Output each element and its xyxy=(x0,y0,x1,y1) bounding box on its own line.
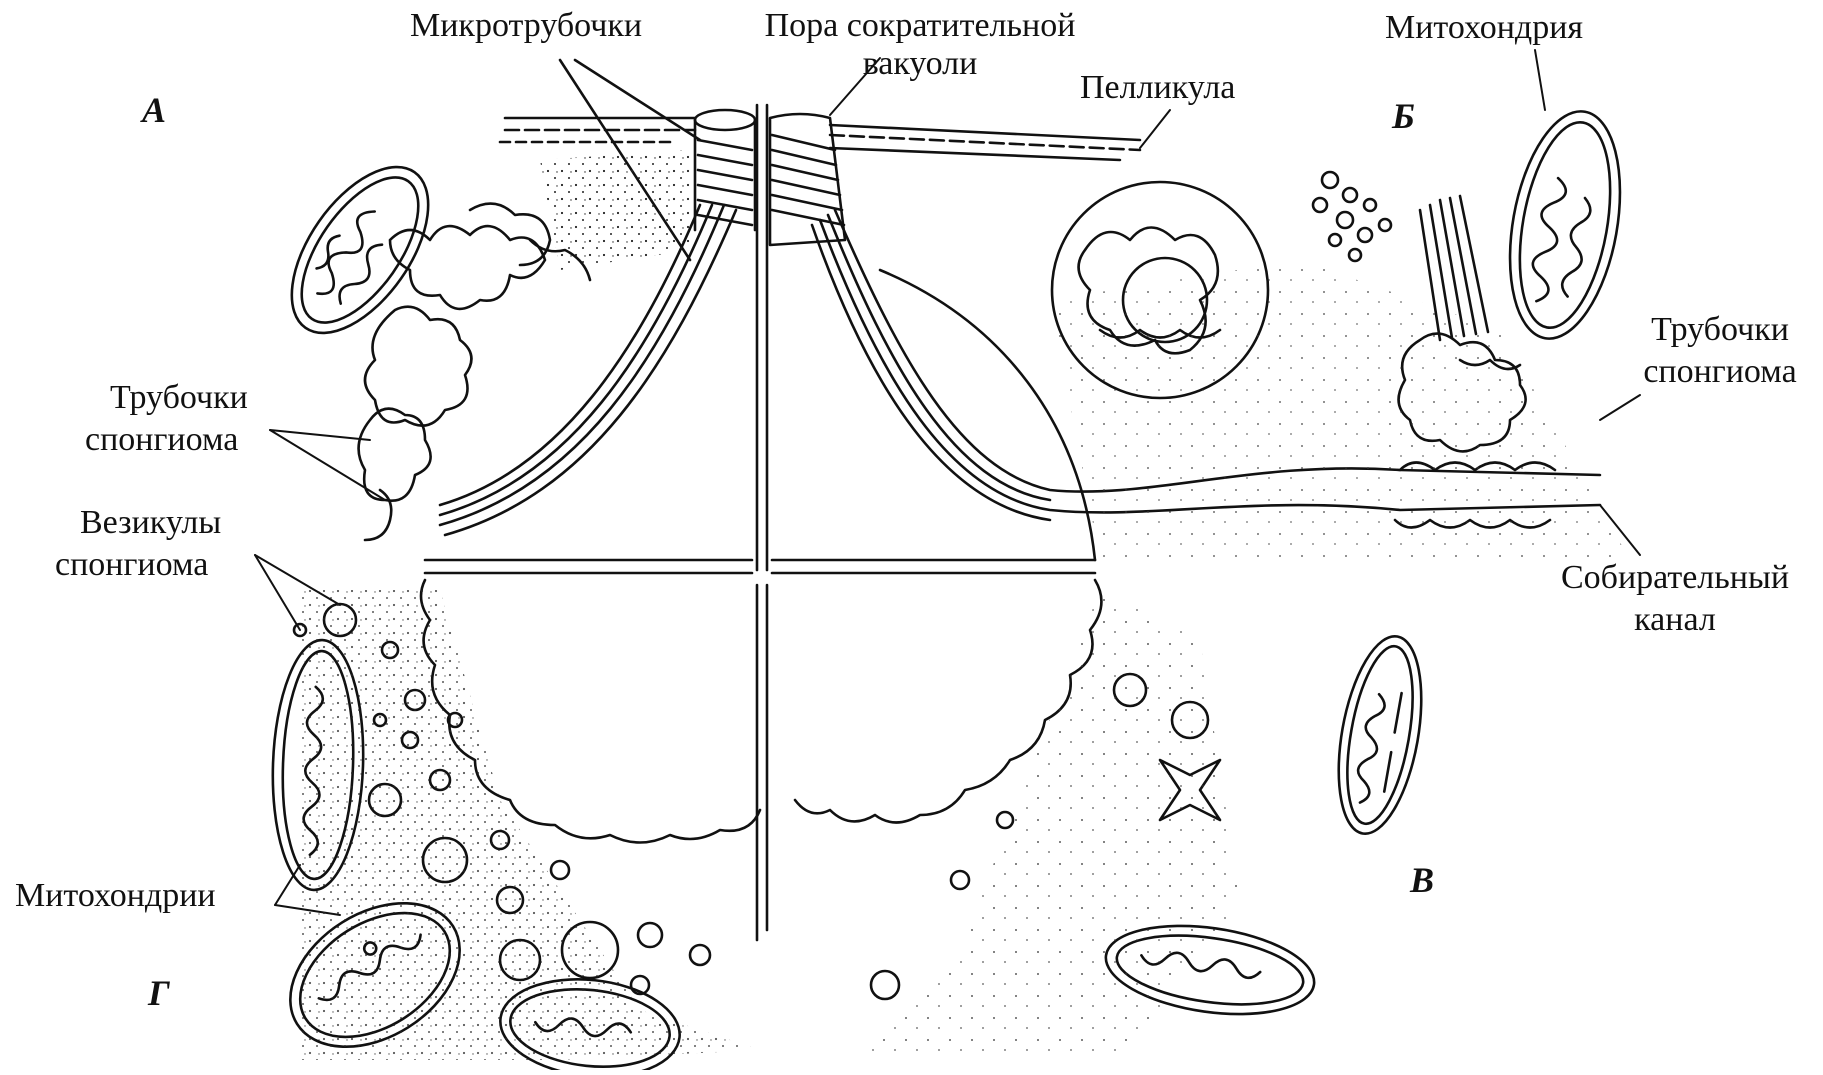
label-pore-line2: вакуоли xyxy=(720,46,1120,82)
quadrant-label-b: Б xyxy=(1392,98,1415,134)
label-microtubules: Микротрубочки xyxy=(410,8,642,44)
mitochondrion-b xyxy=(1494,103,1636,348)
label-vesicles-2: спонгиома xyxy=(55,547,208,583)
label-tubules-left-2: спонгиома xyxy=(85,422,238,458)
label-tubules-right-2: спонгиома xyxy=(1620,354,1820,390)
label-mitochondrion: Митохондрия xyxy=(1385,10,1583,46)
pellicle-lines xyxy=(500,118,1140,160)
mitochondrion-v xyxy=(1325,630,1435,840)
mitochondrion-a xyxy=(265,144,456,357)
label-tubules-right-1: Трубочки xyxy=(1620,312,1820,348)
quadrant-label-a: А xyxy=(142,92,166,128)
label-collecting-1: Собирательный xyxy=(1530,560,1820,596)
label-collecting-2: канал xyxy=(1530,602,1820,638)
label-pellicle: Пелликула xyxy=(1080,70,1235,106)
label-vesicles-1: Везикулы xyxy=(80,505,221,541)
vesicle-cluster-b xyxy=(1313,172,1391,261)
label-pore-line1: Пора сократительной xyxy=(720,8,1120,44)
quadrant-label-v: В xyxy=(1410,862,1434,898)
spongiome-network-left xyxy=(359,204,590,540)
quadrant-divider xyxy=(425,105,1095,940)
quadrant-label-g: Г xyxy=(148,975,170,1011)
label-tubules-left-1: Трубочки xyxy=(110,380,248,416)
label-mitochondria: Митохондрии xyxy=(15,878,216,914)
